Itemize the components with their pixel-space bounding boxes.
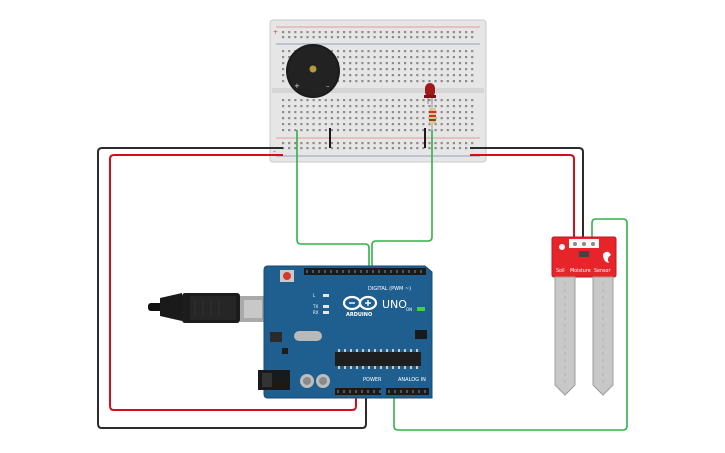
sensor-mount-hole	[559, 244, 565, 250]
sparkfun-flame-icon	[603, 251, 611, 263]
sensor-label-sensor: Sensor	[594, 268, 610, 274]
voltage-regulator	[282, 348, 288, 354]
breadboard-minus-label: –	[273, 148, 276, 155]
red-led[interactable]	[424, 83, 436, 104]
crystal-oscillator	[294, 331, 322, 341]
led-signal-wire-green[interactable]	[371, 130, 433, 268]
sensor-chip	[579, 251, 589, 257]
arduino-uno-board[interactable]: DIGITAL (PWM ~) L TX RX ON ARDUINO UNO	[258, 265, 433, 399]
atmega-microcontroller	[335, 352, 421, 366]
ground-wire-black[interactable]	[97, 147, 367, 429]
buzzer-minus-label: –	[326, 82, 330, 90]
piezo-buzzer[interactable]: + –	[286, 44, 340, 98]
l-led-label: L	[313, 293, 316, 298]
breadboard-plus-label: +	[273, 29, 278, 36]
rx-label: RX	[313, 310, 319, 315]
tx-led	[323, 305, 329, 308]
power-header[interactable]	[335, 388, 381, 395]
power-wire-red-sensor[interactable]	[470, 154, 575, 238]
digital-header[interactable]	[304, 268, 426, 275]
soil-moisture-sensor[interactable]: Soil Moisture Sensor	[551, 236, 617, 396]
sensor-label-moisture: Moisture	[570, 268, 591, 274]
reset-button[interactable]	[283, 272, 291, 280]
power-header-label: POWER	[363, 377, 382, 383]
arduino-brand-label: ARDUINO	[346, 312, 372, 318]
rx-led	[323, 311, 329, 314]
uno-model-label: UNO	[382, 298, 407, 311]
ground-wire-black-sensor[interactable]	[470, 147, 584, 238]
l-led	[323, 294, 329, 297]
sensor-prong-right	[592, 276, 614, 396]
buzzer-plus-label: +	[294, 82, 300, 90]
tx-label: TX	[312, 304, 318, 309]
digital-pins	[306, 270, 422, 273]
sensor-signal-wire-green[interactable]	[393, 218, 628, 431]
buzzer-signal-wire-green[interactable]	[296, 130, 370, 268]
usb-chip	[270, 332, 282, 342]
sensor-label-soil: Soil	[556, 268, 565, 274]
chip-legs	[338, 349, 418, 369]
analog-header-label: ANALOG IN	[398, 377, 426, 383]
usb-cable[interactable]	[148, 293, 266, 323]
sensor-prong-left	[554, 276, 576, 396]
on-led	[417, 307, 425, 311]
on-label: ON	[406, 307, 412, 312]
digital-header-label: DIGITAL (PWM ~)	[368, 286, 411, 292]
header-pins	[337, 390, 426, 393]
icsp-header	[415, 330, 427, 339]
arduino-infinity-logo	[342, 295, 378, 311]
power-wire-red[interactable]	[109, 154, 357, 411]
